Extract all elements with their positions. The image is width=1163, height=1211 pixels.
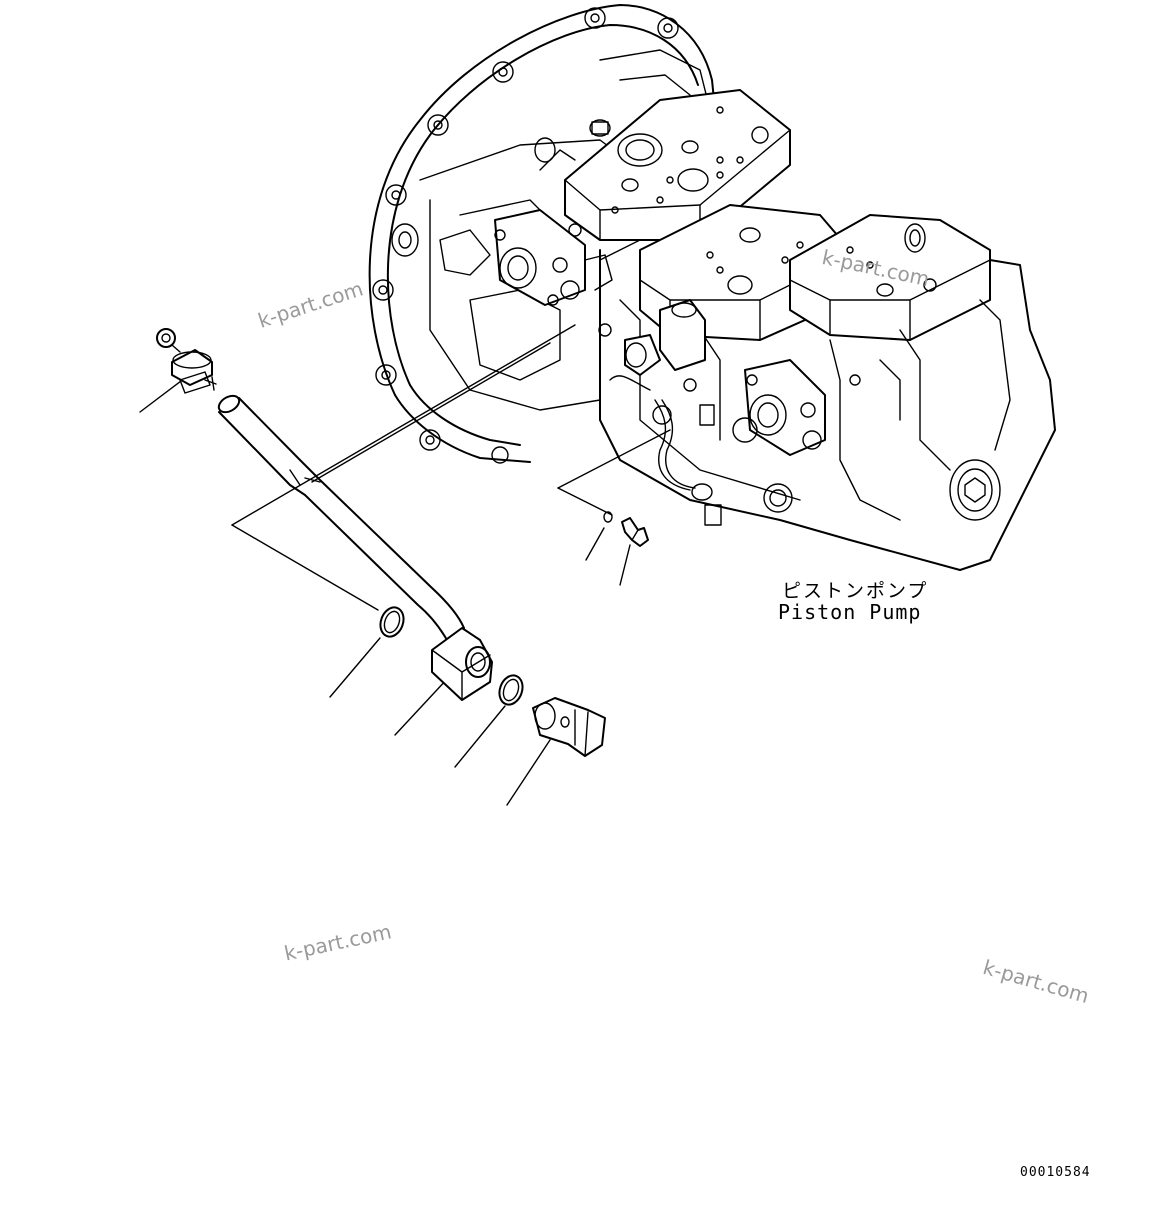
plug-bolt: [621, 517, 649, 547]
oil-tube: [217, 394, 493, 701]
breather-cap: [156, 328, 217, 394]
pump-label-english: Piston Pump: [778, 600, 922, 624]
piston-pump-body: [494, 89, 1056, 571]
pump-label-japanese: ピストンポンプ: [782, 580, 929, 602]
banjo-bolt: [532, 697, 606, 757]
reference-lines: [139, 324, 671, 806]
pump-housing: [368, 4, 716, 464]
drawing-number: 00010584: [1020, 1165, 1091, 1180]
gaskets: [379, 511, 613, 706]
